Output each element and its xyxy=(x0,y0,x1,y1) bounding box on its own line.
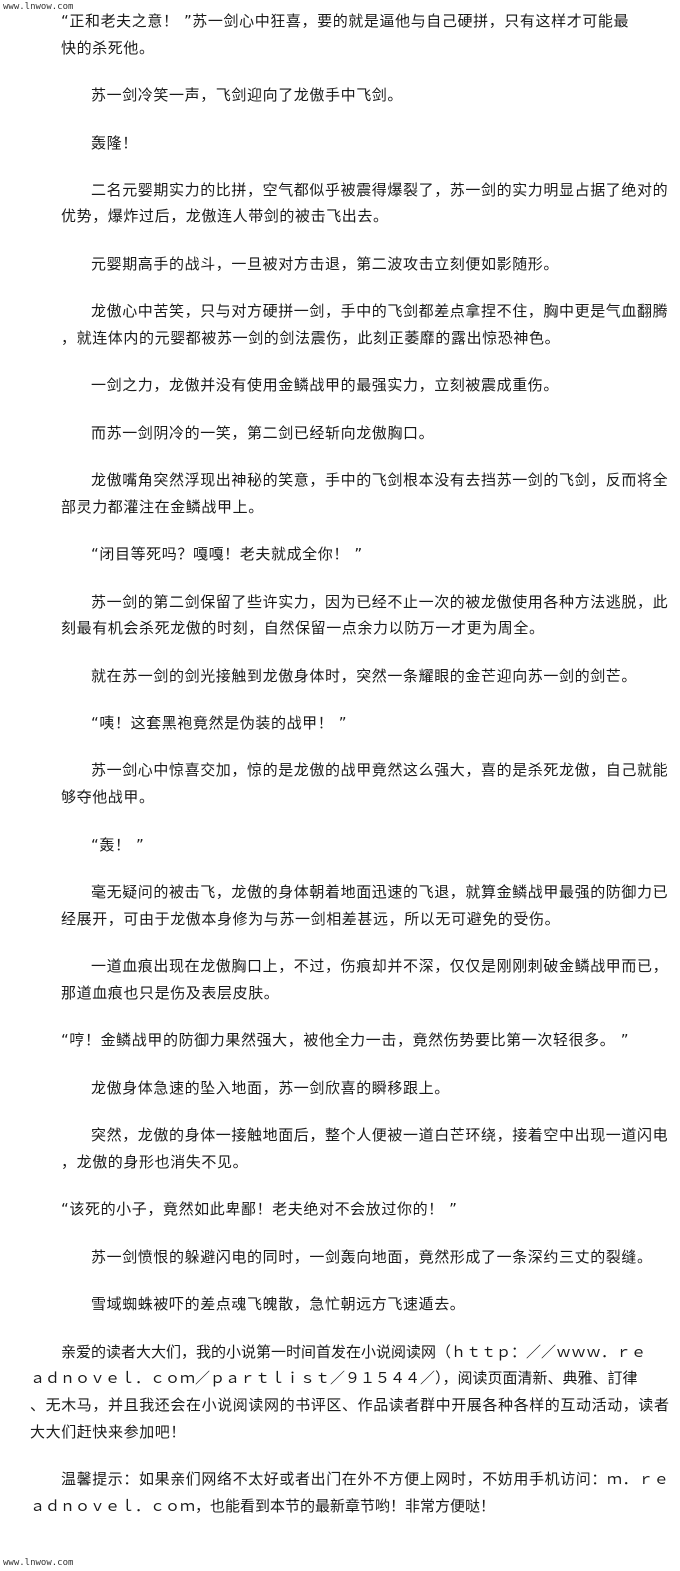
text-line: ａｄｎｏｖｅｌ．ｃｏｍ，也能看到本节的最新章节哟！非常方便哒！ xyxy=(30,1497,496,1515)
text-line: ，龙傲的身形也消失不见。 xyxy=(61,1153,249,1171)
text-line: 那道血痕也只是伤及表层皮肤。 xyxy=(61,984,280,1002)
text-line: 一剑之力，龙傲并没有使用金鳞战甲的最强实力，立刻被震成重伤。 xyxy=(91,376,560,394)
text-line: 苏一剑冷笑一声，飞剑迎向了龙傲手中飞剑。 xyxy=(91,86,404,104)
text-line: 元婴期高手的战斗，一旦被对方击退，第二波攻击立刻便如影随形。 xyxy=(91,255,560,273)
text-line: 苏一剑的第二剑保留了些许实力，因为已经不止一次的被龙傲使用各种方法逃脱，此 xyxy=(91,593,669,611)
text-line: 温馨提示：如果亲们网络不太好或者出门在外不方便上网时，不妨用手机访问：ｍ．ｒｅ xyxy=(61,1470,670,1488)
text-line: 亲爱的读者大大们，我的小说第一时间首发在小说阅读网（ｈｔｔｐ：／／ｗｗｗ．ｒｅ xyxy=(61,1343,647,1361)
text-line: 大大们赶快来参加吧！ xyxy=(30,1423,187,1441)
text-line: 二名元婴期实力的比拼，空气都似乎被震得爆裂了，苏一剑的实力明显占据了绝对的 xyxy=(91,181,669,199)
watermark-bottom: www.lnwow.com xyxy=(3,1558,74,1568)
text-line: 优势，爆炸过后，龙傲连人带剑的被击飞出去。 xyxy=(61,207,389,225)
text-line: 毫无疑问的被击飞，龙傲的身体朝着地面迅速的飞退，就算金鳞战甲最强的防御力已 xyxy=(91,883,669,901)
text-line: 一道血痕出现在龙傲胸口上，不过，伤痕却并不深，仅仅是刚刚刺破金鳞战甲而已， xyxy=(91,957,669,975)
text-line: 够夺他战甲。 xyxy=(61,788,155,806)
text-line: ａｄｎｏｖｅｌ．ｃｏｍ／ｐａｒｔｌｉｓｔ／９１５４４／），阅读页面清新、典雅、訂… xyxy=(30,1369,638,1387)
text-line: 轰隆！ xyxy=(91,134,138,152)
text-line: “该死的小子，竟然如此卑鄙！老夫绝对不会放过你的！ ” xyxy=(61,1200,458,1218)
text-line: 龙傲身体急速的坠入地面，苏一剑欣喜的瞬移跟上。 xyxy=(91,1079,450,1097)
text-line: 经展开，可由于龙傲本身修为与苏一剑相差甚远，所以无可避免的受伤。 xyxy=(61,910,561,928)
text-line: 部灵力都灌注在金鳞战甲上。 xyxy=(61,498,264,516)
text-line: 苏一剑愤恨的躲避闪电的同时，一剑轰向地面，竟然形成了一条深约三丈的裂缝。 xyxy=(91,1248,653,1266)
text-line: 就在苏一剑的剑光接触到龙傲身体时，突然一条耀眼的金芒迎向苏一剑的剑芒。 xyxy=(91,667,638,685)
text-line: “正和老夫之意！ ”苏一剑心中狂喜，要的就是逼他与自己硬拼，只有这样才可能最 xyxy=(61,12,630,30)
text-line: 刻最有机会杀死龙傲的时刻，自然保留一点余力以防万一才更为周全。 xyxy=(61,619,545,637)
text-line: ，就连体内的元婴都被苏一剑的剑法震伤，此刻正萎靡的露出惊恐神色。 xyxy=(61,329,561,347)
text-line: 雪域蜘蛛被吓的差点魂飞魄散，急忙朝远方飞速遁去。 xyxy=(91,1295,466,1313)
text-line: “哼！金鳞战甲的防御力果然强大，被他全力一击，竟然伤势要比第一次轻很多。 ” xyxy=(61,1031,630,1049)
text-line: “轰！ ” xyxy=(91,836,145,854)
text-line: 快的杀死他。 xyxy=(61,39,155,57)
watermark-top: www.lnwow.com xyxy=(3,2,74,12)
text-line: “闭目等死吗？嘎嘎！老夫就成全你！ ” xyxy=(91,545,363,563)
text-line: 、无木马，并且我还会在小说阅读网的书评区、作品读者群中开展各种各样的互动活动，读… xyxy=(30,1396,670,1414)
text-line: 苏一剑心中惊喜交加，惊的是龙傲的战甲竟然这么强大，喜的是杀死龙傲，自己就能 xyxy=(91,761,669,779)
text-line: 龙傲心中苦笑，只与对方硬拼一剑，手中的飞剑都差点拿捏不住，胸中更是气血翻腾 xyxy=(91,302,669,320)
text-line: 而苏一剑阴冷的一笑，第二剑已经斩向龙傲胸口。 xyxy=(91,424,435,442)
text-line: 龙傲嘴角突然浮现出神秘的笑意，手中的飞剑根本没有去挡苏一剑的飞剑，反而将全 xyxy=(91,471,669,489)
text-line: “咦！这套黑袍竟然是伪装的战甲！ ” xyxy=(91,714,348,732)
text-line: 突然，龙傲的身体一接触地面后，整个人便被一道白芒环绕，接着空中出现一道闪电 xyxy=(91,1126,669,1144)
